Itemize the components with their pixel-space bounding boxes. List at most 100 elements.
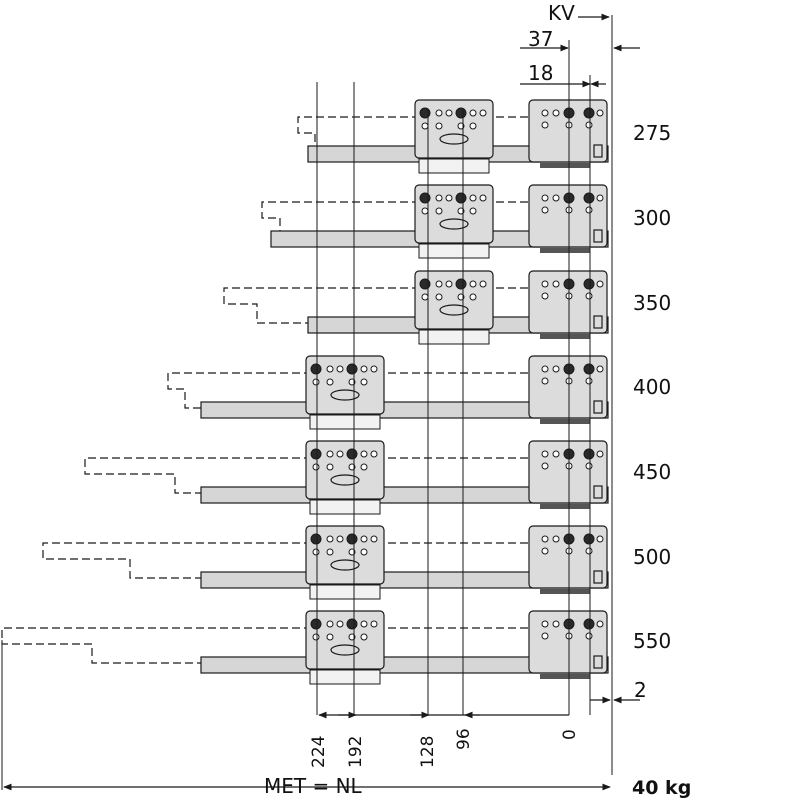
- mount-hole: [541, 206, 549, 214]
- stop-tab: [593, 400, 603, 414]
- mount-hole: [596, 620, 604, 628]
- front-bracket-base: [540, 419, 590, 424]
- front-bracket-base: [540, 163, 590, 168]
- slot-hole: [439, 218, 469, 230]
- mount-hole: [479, 194, 487, 202]
- met-nl-label: MET = NL: [264, 774, 363, 798]
- mount-hole: [552, 194, 560, 202]
- mount-hole: [552, 620, 560, 628]
- length-label-275: 275: [633, 121, 671, 145]
- mount-hole: [541, 365, 549, 373]
- mount-hole: [360, 535, 368, 543]
- mount-hole: [541, 194, 549, 202]
- mount-hole: [455, 107, 467, 119]
- mount-hole: [469, 122, 477, 130]
- load-label: 40 kg: [632, 777, 691, 799]
- mount-hole: [312, 548, 320, 556]
- mount-hole: [326, 450, 334, 458]
- mount-hole: [479, 109, 487, 117]
- stop-tab: [593, 570, 603, 584]
- mount-hole: [585, 632, 593, 640]
- slot-hole: [439, 133, 469, 145]
- hole-label-128: 128: [418, 736, 438, 768]
- mount-hole: [435, 109, 443, 117]
- slide-row-500: [42, 525, 609, 600]
- mount-hole: [421, 122, 429, 130]
- mid-bracket-foot: [418, 158, 490, 174]
- mount-hole: [585, 121, 593, 129]
- mount-hole: [469, 207, 477, 215]
- mount-hole: [310, 533, 322, 545]
- mount-hole: [312, 633, 320, 641]
- mid-bracket-foot: [309, 584, 381, 600]
- mount-hole: [370, 535, 378, 543]
- mount-hole: [585, 547, 593, 555]
- stop-tab: [593, 485, 603, 499]
- mount-hole: [541, 121, 549, 129]
- mount-hole: [469, 293, 477, 301]
- stop-tab: [593, 315, 603, 329]
- mount-hole: [326, 633, 334, 641]
- front-bracket-base: [540, 248, 590, 253]
- stop-tab: [593, 144, 603, 158]
- mount-hole: [445, 194, 453, 202]
- mount-hole: [541, 292, 549, 300]
- slot-hole: [330, 389, 360, 401]
- slide-row-450: [84, 440, 609, 515]
- slot-hole: [330, 644, 360, 656]
- mount-hole: [435, 280, 443, 288]
- mount-hole: [541, 462, 549, 470]
- extended-outline: [223, 287, 600, 324]
- slide-row-275: [297, 99, 609, 174]
- dim-18-label: 18: [528, 61, 553, 85]
- hole-label-192: 192: [346, 736, 366, 768]
- mount-hole: [326, 378, 334, 386]
- mid-bracket-foot: [309, 414, 381, 430]
- mount-hole: [370, 365, 378, 373]
- mount-hole: [541, 547, 549, 555]
- mount-hole: [435, 207, 443, 215]
- slide-rail: [200, 656, 609, 674]
- slide-rail: [200, 401, 609, 419]
- hole-label-0: 0: [560, 729, 580, 740]
- mount-hole: [583, 618, 595, 630]
- mount-hole: [310, 448, 322, 460]
- mount-hole: [346, 363, 358, 375]
- dim-2-label: 2: [634, 678, 647, 702]
- slide-row-350: [223, 270, 609, 345]
- slide-rail: [200, 571, 609, 589]
- mount-hole: [541, 280, 549, 288]
- mount-hole: [541, 109, 549, 117]
- mount-hole: [370, 620, 378, 628]
- mid-bracket-foot: [418, 329, 490, 345]
- mount-hole: [583, 363, 595, 375]
- hole-label-96: 96: [454, 728, 474, 750]
- mount-hole: [552, 535, 560, 543]
- mount-hole: [336, 620, 344, 628]
- mount-hole: [583, 278, 595, 290]
- length-label-500: 500: [633, 545, 671, 569]
- mount-hole: [585, 377, 593, 385]
- mid-bracket-foot: [418, 243, 490, 259]
- mount-hole: [310, 363, 322, 375]
- mount-hole: [552, 280, 560, 288]
- mid-bracket-foot: [309, 499, 381, 515]
- hole-label-224: 224: [309, 736, 329, 768]
- mount-hole: [346, 448, 358, 460]
- dim-37-label: 37: [528, 27, 553, 51]
- mount-hole: [360, 365, 368, 373]
- mount-hole: [455, 192, 467, 204]
- front-bracket-base: [540, 674, 590, 679]
- mount-hole: [346, 618, 358, 630]
- mount-hole: [541, 450, 549, 458]
- mount-hole: [541, 535, 549, 543]
- stop-tab: [593, 655, 603, 669]
- mount-hole: [326, 463, 334, 471]
- mount-hole: [552, 109, 560, 117]
- slide-rows: [1, 99, 609, 685]
- mount-hole: [360, 450, 368, 458]
- mount-hole: [585, 206, 593, 214]
- mount-hole: [596, 535, 604, 543]
- mount-hole: [312, 378, 320, 386]
- length-label-300: 300: [633, 206, 671, 230]
